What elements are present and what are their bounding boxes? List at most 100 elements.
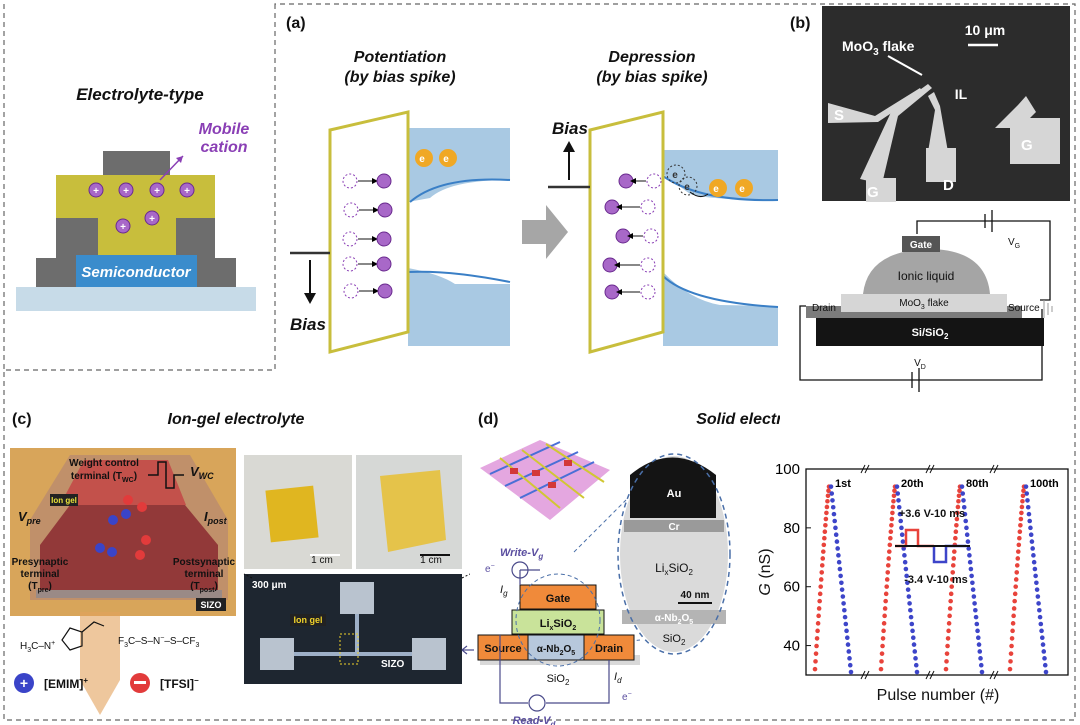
depression-point: [1030, 546, 1035, 551]
depression-point: [911, 642, 917, 647]
potentiation-point: [824, 510, 829, 516]
potentiation-point: [819, 570, 825, 575]
depression-point: [973, 614, 979, 620]
svg-text:+: +: [20, 675, 28, 691]
depression-point: [842, 607, 847, 613]
svg-text:LixSiO2: LixSiO2: [540, 618, 577, 632]
depression-point: [843, 621, 849, 627]
potentiation-point: [1007, 666, 1013, 672]
depression-subtitle: (by bias spike): [596, 69, 707, 86]
potentiation-point: [812, 666, 818, 672]
potentiation-point: [1008, 659, 1013, 664]
potentiation-point: [955, 504, 961, 510]
depression-point: [837, 566, 843, 572]
potentiation-point: [822, 529, 828, 535]
depression-point: [1036, 601, 1041, 606]
depression-point: [1031, 553, 1036, 558]
potentiation-ions: [342, 173, 393, 299]
depression-point: [897, 511, 903, 517]
svg-text:1 cm: 1 cm: [420, 555, 442, 566]
potentiation-point: [887, 542, 893, 548]
depression-point: [1027, 518, 1033, 524]
crossbar-array-render: [480, 440, 610, 520]
depression-point: [976, 642, 982, 647]
depression-point: [1024, 491, 1030, 496]
svg-text:SIZO: SIZO: [381, 659, 405, 670]
potentiation-point: [944, 659, 949, 664]
potentiation-point: [889, 516, 895, 522]
svg-text:H3C–N+: H3C–N+: [20, 640, 55, 654]
depression-point: [832, 518, 838, 524]
depression-point: [979, 669, 985, 675]
svg-text:[EMIM]+: [EMIM]+: [44, 676, 88, 691]
depression-point: [1033, 573, 1038, 579]
potentiation-point: [886, 556, 892, 561]
svg-text:(Tpost): (Tpost): [190, 581, 218, 594]
electrolyte-type-title: Electrolyte-type: [76, 85, 204, 104]
depression-point: [839, 587, 845, 592]
svg-text:terminal: terminal: [185, 569, 224, 580]
depression-point: [912, 649, 918, 654]
depression-point: [1026, 511, 1032, 517]
y-tick-label: 100: [775, 461, 800, 478]
y-axis-label: G (nS): [757, 548, 774, 595]
depression-point: [847, 656, 852, 661]
svg-text:VWC: VWC: [190, 464, 214, 481]
axis-break: [989, 670, 995, 680]
potentiation-point: [889, 522, 894, 528]
potentiation-point: [1009, 643, 1014, 649]
depression-point: [899, 532, 905, 538]
depression-point: [908, 607, 913, 613]
depression-point: [1023, 484, 1029, 489]
potentiation-point: [814, 643, 819, 649]
svg-text:Presynaptic: Presynaptic: [12, 557, 69, 568]
potentiation-point: [878, 666, 884, 672]
depression-point: [830, 504, 836, 510]
potentiation-point: [956, 493, 962, 499]
potentiation-point: [1011, 606, 1017, 611]
potentiation-point: [817, 591, 823, 597]
svg-text:VG: VG: [1008, 237, 1020, 250]
potentiation-point: [1019, 510, 1024, 516]
depression-point: [902, 553, 907, 558]
potentiation-point: [947, 606, 953, 611]
svg-text:Write-Vg: Write-Vg: [500, 547, 543, 561]
depression-point: [959, 484, 965, 489]
depression-point: [1034, 580, 1039, 586]
potentiation-point: [882, 606, 888, 611]
potentiation-point: [890, 504, 896, 510]
potentiation-point: [815, 628, 820, 634]
potentiation-point: [815, 621, 821, 626]
cation-icons: + + + + + +: [88, 182, 195, 234]
depression-point: [1035, 594, 1041, 599]
svg-text:e−: e−: [622, 691, 632, 703]
depression-point: [835, 546, 840, 551]
depression-point: [962, 511, 968, 517]
svg-text:LixSiO2: LixSiO2: [655, 561, 693, 577]
potentiation-point: [891, 498, 896, 504]
potentiation-point: [826, 488, 831, 494]
depression-point: [1043, 669, 1049, 675]
depression-point: [966, 546, 971, 551]
svg-text:(Tpre): (Tpre): [28, 581, 52, 594]
cycle-label: 80th: [966, 478, 989, 490]
potentiation-point: [879, 659, 884, 664]
depression-point: [909, 621, 915, 627]
potentiation-point: [956, 498, 961, 504]
potentiation-title: Potentiation: [354, 49, 447, 66]
potentiation-point: [1013, 584, 1019, 589]
depression-point: [841, 601, 846, 606]
svg-text:e−: e−: [485, 563, 495, 575]
svg-text:F3C–S–N−–S–CF3: F3C–S–N−–S–CF3: [118, 635, 200, 649]
depression-point: [961, 504, 967, 510]
potentiation-point: [1017, 529, 1023, 535]
potentiation-point: [823, 522, 828, 528]
depression-point: [970, 580, 975, 586]
svg-text:Ion gel: Ion gel: [51, 496, 77, 505]
svg-text:Ipost: Ipost: [204, 509, 228, 526]
potentiation-point: [946, 628, 951, 634]
depression-point: [1037, 607, 1042, 613]
potentiation-point: [882, 613, 887, 619]
axis-break: [925, 670, 931, 680]
depression-point: [964, 532, 970, 538]
